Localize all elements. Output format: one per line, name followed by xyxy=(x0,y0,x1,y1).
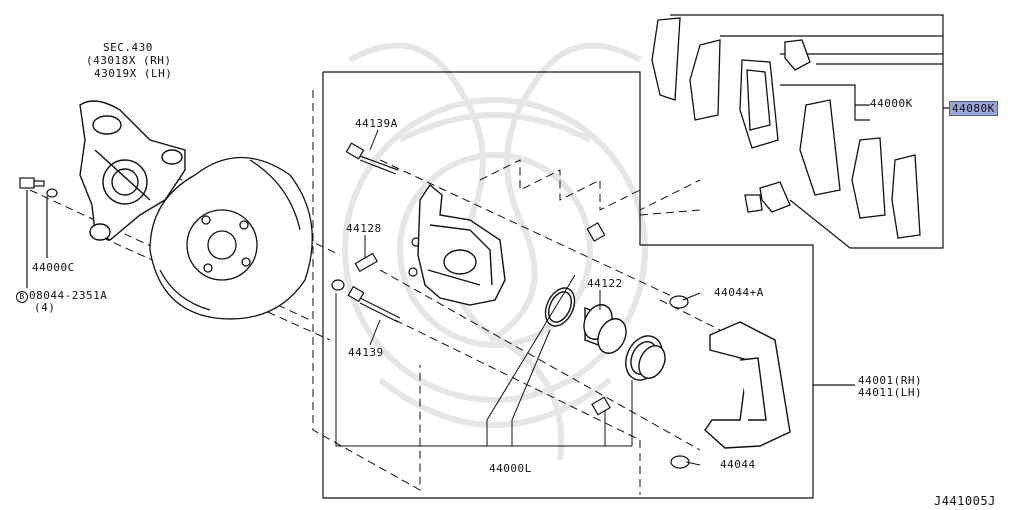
caliper-bracket-part xyxy=(704,321,791,449)
backing-plate-part xyxy=(149,156,313,320)
piston-and-seals-parts xyxy=(544,287,666,381)
bolt-code-badge: B xyxy=(16,291,28,303)
callout-44000l[interactable]: 44000L xyxy=(489,462,532,475)
callout-44080k-highlighted[interactable]: 44080K xyxy=(949,101,998,116)
callout-44000k[interactable]: 44000K xyxy=(870,97,913,110)
bleeder-and-boot-parts xyxy=(586,222,690,469)
caliper-body-part xyxy=(417,183,506,306)
callout-44139a[interactable]: 44139A xyxy=(355,117,398,130)
brake-pad-kit-parts xyxy=(651,17,921,239)
callout-44044a[interactable]: 44044+A xyxy=(714,286,764,299)
callout-43019x-lh: 43019X (LH) xyxy=(94,67,173,80)
callout-44011-lh[interactable]: 44011(LH) xyxy=(858,386,923,399)
callout-44001-rh[interactable]: 44001(RH) xyxy=(858,374,923,387)
leader-lines xyxy=(335,129,701,466)
callout-44139[interactable]: 44139 xyxy=(348,346,384,359)
diagram-id: J441005J xyxy=(934,494,996,508)
bolt-and-washer-parts xyxy=(19,177,58,288)
bolt-number: 08044-2351A xyxy=(29,289,108,302)
callout-43018x-rh: (43018X (RH) xyxy=(86,54,172,67)
callout-44122[interactable]: 44122 xyxy=(587,277,623,290)
callout-44128[interactable]: 44128 xyxy=(346,222,382,235)
callout-sec430: SEC.430 xyxy=(103,41,153,54)
callout-44000c[interactable]: 44000C xyxy=(32,261,75,274)
exploded-dashed-lines xyxy=(29,90,721,495)
steering-knuckle-part xyxy=(79,100,186,241)
guide-pin-parts xyxy=(331,142,421,323)
callout-44044[interactable]: 44044 xyxy=(720,458,756,471)
callout-bolt-qty: (4) xyxy=(34,301,56,314)
